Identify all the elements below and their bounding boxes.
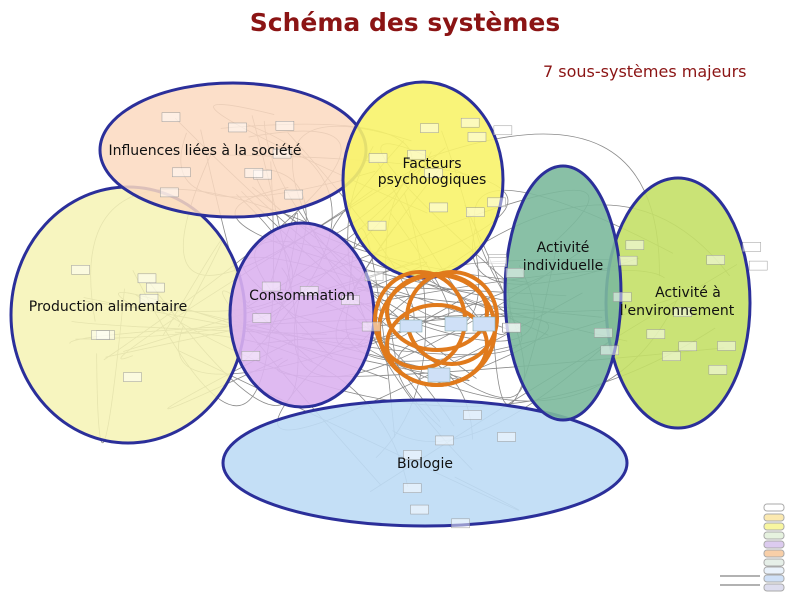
variable-node <box>137 273 157 284</box>
variable-node <box>424 168 443 179</box>
variable-node <box>261 281 281 292</box>
subsystem-consommation[interactable] <box>228 221 376 409</box>
variable-node <box>420 123 439 133</box>
variable-node <box>244 168 264 178</box>
variable-node <box>717 341 736 351</box>
variable-node <box>497 432 516 442</box>
label-activite-environnement-line1: Activité à <box>655 285 721 301</box>
variable-node <box>407 149 426 160</box>
variable-node <box>368 153 388 163</box>
label-biologie: Biologie <box>397 456 453 472</box>
variable-node <box>284 189 304 200</box>
variable-node <box>662 351 681 361</box>
variable-node <box>139 293 159 304</box>
variable-node <box>272 148 292 159</box>
variable-node <box>402 483 422 493</box>
variable-node <box>429 202 448 213</box>
variable-node <box>594 328 613 338</box>
variable-node <box>71 265 90 275</box>
variable-node <box>488 257 507 267</box>
variable-node <box>706 255 725 265</box>
variable-node <box>241 351 261 361</box>
variable-node <box>742 242 762 252</box>
variable-node <box>460 117 480 128</box>
label-facteurs-line1: Facteurs <box>402 156 461 172</box>
variable-node <box>613 292 632 302</box>
variable-node <box>252 313 272 323</box>
subsystem-biologie[interactable] <box>221 398 629 528</box>
variable-nodes <box>71 112 768 529</box>
variable-node <box>341 295 360 305</box>
variable-node <box>172 167 191 178</box>
label-consommation: Consommation <box>249 288 355 304</box>
subsystem-activite-individuelle[interactable] <box>503 164 623 422</box>
variable-node <box>299 286 319 296</box>
label-influences-societe: Influences liées à la société <box>108 143 301 159</box>
variable-node <box>673 307 692 317</box>
energy-balance-core <box>373 270 499 387</box>
variable-node <box>467 132 487 142</box>
variable-node <box>367 220 387 231</box>
label-activite-individuelle-line2: individuelle <box>523 258 603 274</box>
variable-node <box>463 410 482 420</box>
variable-node <box>410 504 429 515</box>
variable-node <box>646 329 666 339</box>
label-activite-environnement-line2: l'environnement <box>620 303 735 319</box>
variable-node <box>600 345 620 356</box>
variable-node <box>275 121 295 131</box>
variable-node <box>748 260 768 271</box>
subsystem-production-alimentaire[interactable] <box>9 185 247 445</box>
variable-node <box>228 122 247 133</box>
variable-node <box>502 322 521 333</box>
variable-node <box>451 518 470 529</box>
variable-node <box>160 187 179 198</box>
variable-node <box>146 282 165 293</box>
label-production-alimentaire: Production alimentaire <box>29 299 187 315</box>
variable-node <box>487 197 506 208</box>
variable-node <box>403 450 422 460</box>
label-activite-individuelle-line1: Activité <box>537 240 590 256</box>
variable-node <box>678 341 698 352</box>
variable-node <box>91 330 110 340</box>
variable-node <box>161 112 181 122</box>
variable-node <box>505 268 525 278</box>
variable-node <box>364 271 384 282</box>
variable-node <box>466 207 485 217</box>
diagram-title: Schéma des systèmes <box>249 8 561 37</box>
variable-node <box>435 435 454 446</box>
variable-node <box>618 255 638 266</box>
label-facteurs-line2: psychologiques <box>378 172 487 188</box>
variable-node <box>361 321 381 332</box>
legend <box>720 503 785 592</box>
variable-node <box>123 372 142 382</box>
variable-node <box>708 365 728 375</box>
variable-node <box>625 240 645 250</box>
variable-node <box>493 125 513 136</box>
core-nodes <box>399 316 496 383</box>
diagram-subtitle: 7 sous-systèmes majeurs <box>543 62 747 81</box>
